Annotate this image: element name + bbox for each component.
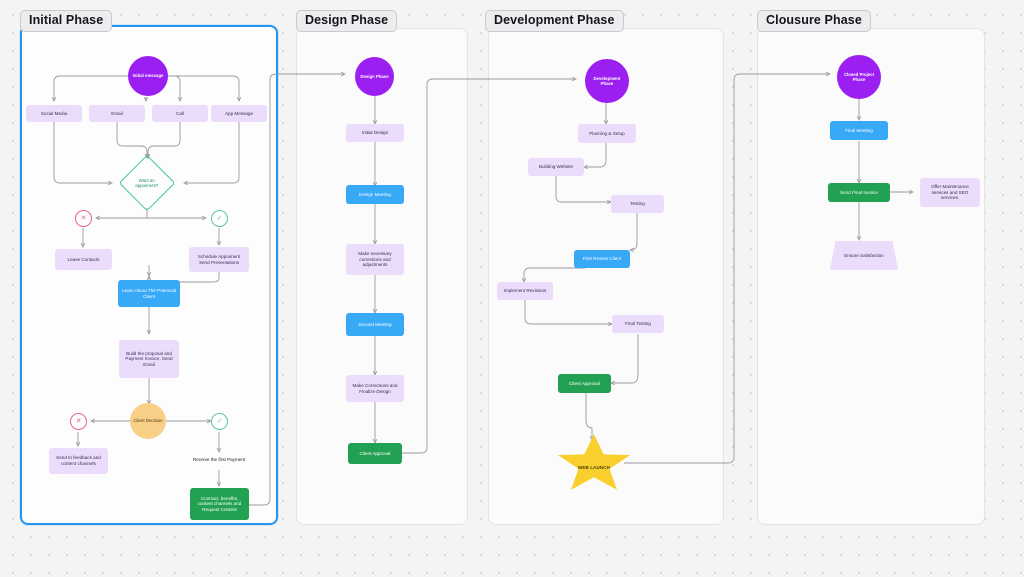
node-call[interactable]: Call — [152, 105, 208, 122]
marker-decision-yes[interactable]: ✓ — [211, 413, 228, 430]
node-social-media[interactable]: Social Media — [26, 105, 82, 122]
node-decision-appointment-label: Want an appoiment? — [135, 177, 159, 188]
node-schedule-appointment[interactable]: Schedule Appoiment Send Presentations — [189, 247, 249, 272]
phase-tab-initial[interactable]: Initial Phase — [20, 10, 113, 32]
node-final-testing[interactable]: Final Testing — [612, 315, 664, 333]
phase-tab-design[interactable]: Design Phase — [296, 10, 398, 32]
node-initial-design[interactable]: Initial Design — [346, 124, 404, 142]
node-app-message[interactable]: App Message — [211, 105, 267, 122]
node-closed-project-start[interactable]: Closed Project Phase — [837, 55, 881, 99]
check-icon: ✓ — [216, 418, 223, 425]
node-send-feedback[interactable]: Send to feedback and content channels — [49, 448, 108, 474]
node-implement-revisions[interactable]: Implement Revisions — [497, 282, 553, 300]
phase-tab-clousure[interactable]: Clousure Phase — [757, 10, 871, 32]
node-design-phase-start[interactable]: Design Phase — [355, 57, 394, 96]
node-planning-setup[interactable]: Planning & Setup — [578, 124, 636, 143]
node-first-review-client[interactable]: First Review Client — [574, 250, 630, 268]
node-build-proposal[interactable]: Build the proposal and Payment Invoice, … — [119, 340, 179, 378]
node-contract-benefits[interactable]: Contract, benefits, content channels and… — [190, 488, 249, 520]
node-offer-maintenance[interactable]: Offer Maintenance services and SEO servi… — [920, 178, 980, 207]
close-icon: ✕ — [75, 418, 82, 425]
web-launch-label: WEB LAUNCH — [578, 465, 610, 470]
node-ensure-satisfaction[interactable]: Ensure Satisfaction — [830, 241, 898, 270]
node-design-client-approval[interactable]: Client Approval — [348, 443, 402, 464]
node-learn-about-client[interactable]: Learn About The Potencial Client — [118, 280, 180, 307]
node-email[interactable]: Email — [89, 105, 145, 122]
node-initial-message[interactable]: Initial message — [128, 56, 168, 96]
node-send-final-invoice[interactable]: Send Final Invoice — [828, 183, 890, 202]
node-design-meeting[interactable]: Design Meeting — [346, 185, 404, 204]
node-finalize-design[interactable]: Make Corrections and Finalize Design — [346, 375, 404, 402]
node-development-phase-start[interactable]: Development Phase — [585, 59, 629, 103]
marker-yes-appointment[interactable]: ✓ — [211, 210, 228, 227]
marker-decision-no[interactable]: ✕ — [70, 413, 87, 430]
close-icon: ✕ — [80, 215, 87, 222]
node-final-meeting[interactable]: Final Meeting — [830, 121, 888, 140]
node-building-website[interactable]: Building Website — [528, 158, 584, 176]
label-receive-first-payment: Receive the first Payment — [192, 457, 246, 462]
phase-tab-development[interactable]: Development Phase — [485, 10, 624, 32]
node-testing[interactable]: Testing — [611, 195, 664, 213]
node-client-decision[interactable]: Client Decision — [130, 403, 166, 439]
phase-frame-clousure[interactable] — [757, 28, 985, 525]
node-leave-contacts[interactable]: Leave Contacts — [55, 249, 112, 270]
marker-no-appointment[interactable]: ✕ — [75, 210, 92, 227]
node-development-client-approval[interactable]: Client Approval — [558, 374, 611, 393]
node-second-meeting[interactable]: Second Meeting — [346, 313, 404, 336]
check-icon: ✓ — [216, 215, 223, 222]
node-make-necessary-corrections[interactable]: Make necessary corrections and adjustmen… — [346, 244, 404, 275]
